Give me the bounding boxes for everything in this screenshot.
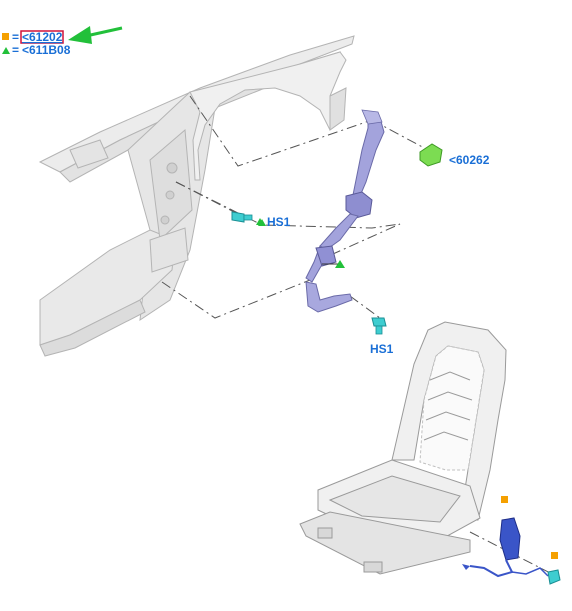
orange-square-marker: [501, 496, 508, 503]
bolt-icon: [547, 569, 561, 585]
green-pointer-arrow: [68, 26, 123, 44]
legend-square-ref-link[interactable]: <61202: [22, 30, 63, 44]
retractor-cover-icon: [419, 143, 443, 167]
legend-equals-1: =: [12, 30, 19, 44]
seat-belt-assembly: [305, 109, 385, 313]
retractor-cover-part[interactable]: [419, 143, 443, 167]
legend-equals-2: =: [12, 43, 19, 57]
orange-square-marker: [551, 552, 558, 559]
legend: = <61202 = <611B08: [2, 26, 123, 57]
highlight-box: [20, 30, 64, 44]
bolt-icon: [231, 211, 245, 223]
buckle-icon: [499, 517, 521, 561]
upper-bolt[interactable]: [231, 211, 253, 223]
belt-height-adjuster: [315, 245, 337, 267]
lower-bolt[interactable]: [371, 317, 387, 335]
legend-triangle-ref-link[interactable]: <611B08: [22, 43, 71, 57]
belt-webbing-lower: [319, 213, 359, 251]
green-triangle-marker: [335, 260, 345, 268]
callout-retractor-part-link[interactable]: <60262: [449, 153, 490, 167]
seat-rails: [299, 511, 471, 575]
green-triangle-marker: [2, 47, 10, 54]
belt-webbing-upper: [351, 111, 385, 201]
seat-belt-buckle[interactable]: [462, 517, 561, 585]
belt-lower-anchor: [305, 281, 353, 313]
body-shell: [38, 35, 355, 357]
callout-lower-bolt-link[interactable]: HS1: [370, 342, 394, 356]
bolt-icon: [371, 317, 387, 327]
leader-lines: [161, 95, 561, 579]
orange-square-marker: [2, 33, 9, 40]
quarter-panel: [189, 51, 347, 181]
seat-frame: [299, 321, 507, 575]
green-triangle-marker: [258, 219, 266, 226]
belt-retractor: [345, 191, 373, 219]
callout-upper-bolt-link[interactable]: HS1: [267, 215, 291, 229]
